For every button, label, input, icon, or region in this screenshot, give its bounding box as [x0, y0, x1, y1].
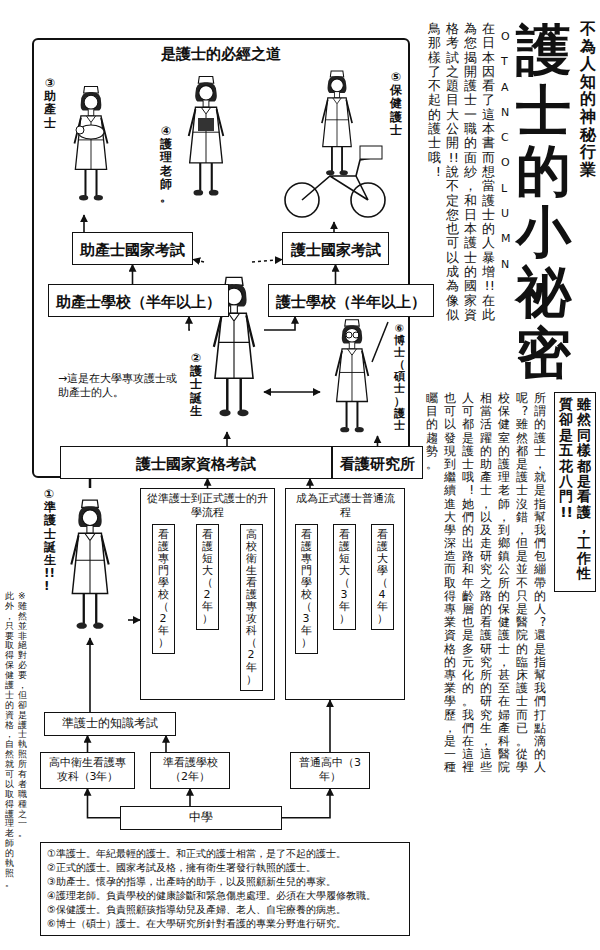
school-box: 助產士學校（半年以上）	[48, 284, 229, 317]
school-box: 護士學校（半年以上）	[268, 284, 434, 317]
node-text: 看護研究所	[339, 455, 416, 475]
node-text: ②護士誕生	[190, 352, 202, 418]
school-nurse-figure	[189, 77, 224, 196]
note-text: →這是在大學專攻護士或助產士的人。	[58, 372, 186, 401]
school-box: 高中衛生看護專攻科（3年）	[40, 752, 135, 789]
intro-text: 在日本因看了這本書而想當護士的人暴增!!在此為您揭開護士一職的面紗，和日本護士的…	[428, 22, 495, 334]
node-text: ⑤保健護士。負責照顧孩指導幼兒及產婦、老人、自宅療養的病患。	[47, 903, 403, 917]
midwife-figure	[74, 87, 107, 201]
connector	[282, 789, 330, 818]
node-text: 成為正式護士普通流程	[291, 492, 399, 520]
connector	[89, 478, 92, 488]
figure-node: ③助產士	[44, 72, 124, 215]
school-box: 普通高中（3年）	[290, 752, 370, 789]
connector	[309, 479, 311, 489]
connector	[226, 432, 228, 446]
page-title: 護士的小祕密	[516, 20, 571, 383]
node-text: 護士國家資格考試	[67, 455, 325, 475]
node-text: 看護短大（2年）	[202, 529, 213, 626]
notes-box: ①準護士。年紀最輕的護士。和正式的護士相當，是了不起的護士。②正式的護士。國家考…	[40, 842, 410, 936]
school-column: 看護短大（3年）	[333, 524, 356, 631]
route-group: 成為正式護士普通流程看護專門學校（3年） 看護短大（3年） 看護大學（4年）	[285, 488, 405, 700]
node-text: 看護專門學校（2年）	[158, 529, 169, 650]
node-text: 助產士國家考試	[79, 241, 186, 261]
connector	[193, 260, 204, 263]
node-text: ①準護士誕生!!!	[44, 488, 56, 594]
doctor-nurse-figure	[336, 320, 388, 433]
exam-box: 助產士國家考試	[72, 232, 193, 265]
node-text: 看護專門學校（3年）	[301, 529, 312, 650]
node-text: 護士國家考試	[289, 241, 382, 261]
figure-node: ②護士誕生	[190, 262, 264, 432]
connector	[189, 789, 191, 806]
connector	[88, 789, 121, 818]
figure-node: ⑤保健護士	[285, 66, 403, 222]
node-text: 看護大學（4年）	[377, 529, 388, 626]
figure-node: ④護理老師。	[160, 70, 240, 210]
node-text: 高校衛生看護專攻科（2年）	[246, 529, 257, 686]
connector	[165, 736, 167, 752]
side-note: 此外，只要取得保健護士的資格，自然就可以取得護理老師的執照。	[5, 592, 14, 889]
node-text: ③助產士。懷孕的指導，出產時的助手，以及照顧新生兒的專家。	[47, 875, 403, 889]
node-text: 準護士的知識考試	[51, 716, 169, 732]
connector	[377, 436, 379, 446]
connector	[207, 479, 209, 489]
figure-node: ⑥博士（碩士）護士	[320, 316, 406, 436]
connector	[83, 215, 85, 232]
connector	[128, 619, 140, 621]
exam-box: 護士國家資格考試	[60, 446, 332, 479]
node-text: ③助產士	[44, 77, 56, 130]
path-frame: 是護士的必經之道 ③助產士 ④護理老師。 ⑤保健護士助產士國家考試 護士國家考試助產士學…	[32, 38, 410, 478]
connector	[89, 638, 91, 712]
node-text: ②正式的護士。國家考試及格，擁有衛生署發行執照的護士。	[47, 861, 403, 875]
school-column: 看護專門學校（3年）	[295, 524, 318, 655]
school-box: 看護研究所	[332, 446, 423, 479]
connector	[87, 736, 89, 752]
node-text: 普通高中（3年）	[297, 756, 363, 785]
node-text: 助產士學校（半年以上）	[55, 293, 222, 313]
health-nurse-bicycle	[285, 71, 385, 217]
node-text: ⑥博士（碩士）護士	[394, 323, 405, 432]
column-tag: OTANCOLUMN	[501, 24, 512, 277]
assistant-nurse-figure	[71, 500, 108, 629]
exam-box: 準護士的知識考試	[44, 712, 176, 736]
node-text: ①準護士。年紀最輕的護士。和正式的護士相當，是了不起的護士。	[47, 847, 403, 861]
node-text: 雖然同樣都是看護，工作性質卻是五花八門!!	[559, 397, 591, 587]
school-column: 看護短大（2年）	[196, 524, 219, 631]
connector	[335, 265, 337, 285]
node-text: ⑤保健護士	[390, 71, 402, 137]
header-box: 雖然同樣都是看護，工作性質卻是五花八門!!	[554, 392, 596, 592]
exam-box: 護士國家考試	[282, 232, 389, 265]
node-text: 是護士的必經之道	[34, 45, 408, 64]
body-text: 所謂的護士，就是指幫我們包繃帶的人?還是指幫我們打點滴的人呢?雖然都是護士沒錯，…	[426, 392, 546, 784]
subtitle: 不為人知的神秘行業	[580, 20, 596, 178]
side-note: ※雖然並非絕對必要，但卻是護士執照所有者職種之一。	[18, 592, 27, 839]
node-text: 護士學校（半年以上）	[275, 293, 427, 313]
node-text: 看護短大（3年）	[339, 529, 350, 626]
school-column: 看護大學（4年）	[371, 524, 394, 631]
connector	[252, 260, 282, 263]
node-text: 高中衛生看護專攻科（3年）	[47, 756, 128, 785]
node-text: 從準護士到正式護士的升學流程	[146, 492, 269, 520]
node-text: 中學	[127, 810, 275, 826]
connector	[264, 391, 320, 393]
connector	[333, 222, 335, 232]
node-text: 準看護學校（2年）	[157, 756, 223, 785]
connector	[132, 265, 134, 285]
school-box: 中學	[120, 806, 282, 830]
connector	[264, 317, 295, 331]
figure-node: ①準護士誕生!!!	[44, 488, 128, 638]
node-text: ⑥博士（碩士）護士。在大學研究所針對看護的專業分野進行研究。	[47, 917, 403, 931]
connector	[329, 700, 331, 752]
node-text: ④護理老師。	[160, 125, 172, 204]
school-column: 看護專門學校（2年）	[152, 524, 175, 655]
route-group: 從準護士到正式護士的升學流程看護專門學校（2年） 看護短大（2年） 高校衛生看護專攻…	[140, 488, 275, 700]
school-column: 高校衛生看護專攻科（2年）	[240, 524, 263, 691]
node-text: ④護理老師。負責學校的健康診斷和緊急傷患處理。必須在大學履修教職。	[47, 889, 403, 903]
school-box: 準看護學校（2年）	[150, 752, 230, 789]
connector	[189, 317, 190, 331]
